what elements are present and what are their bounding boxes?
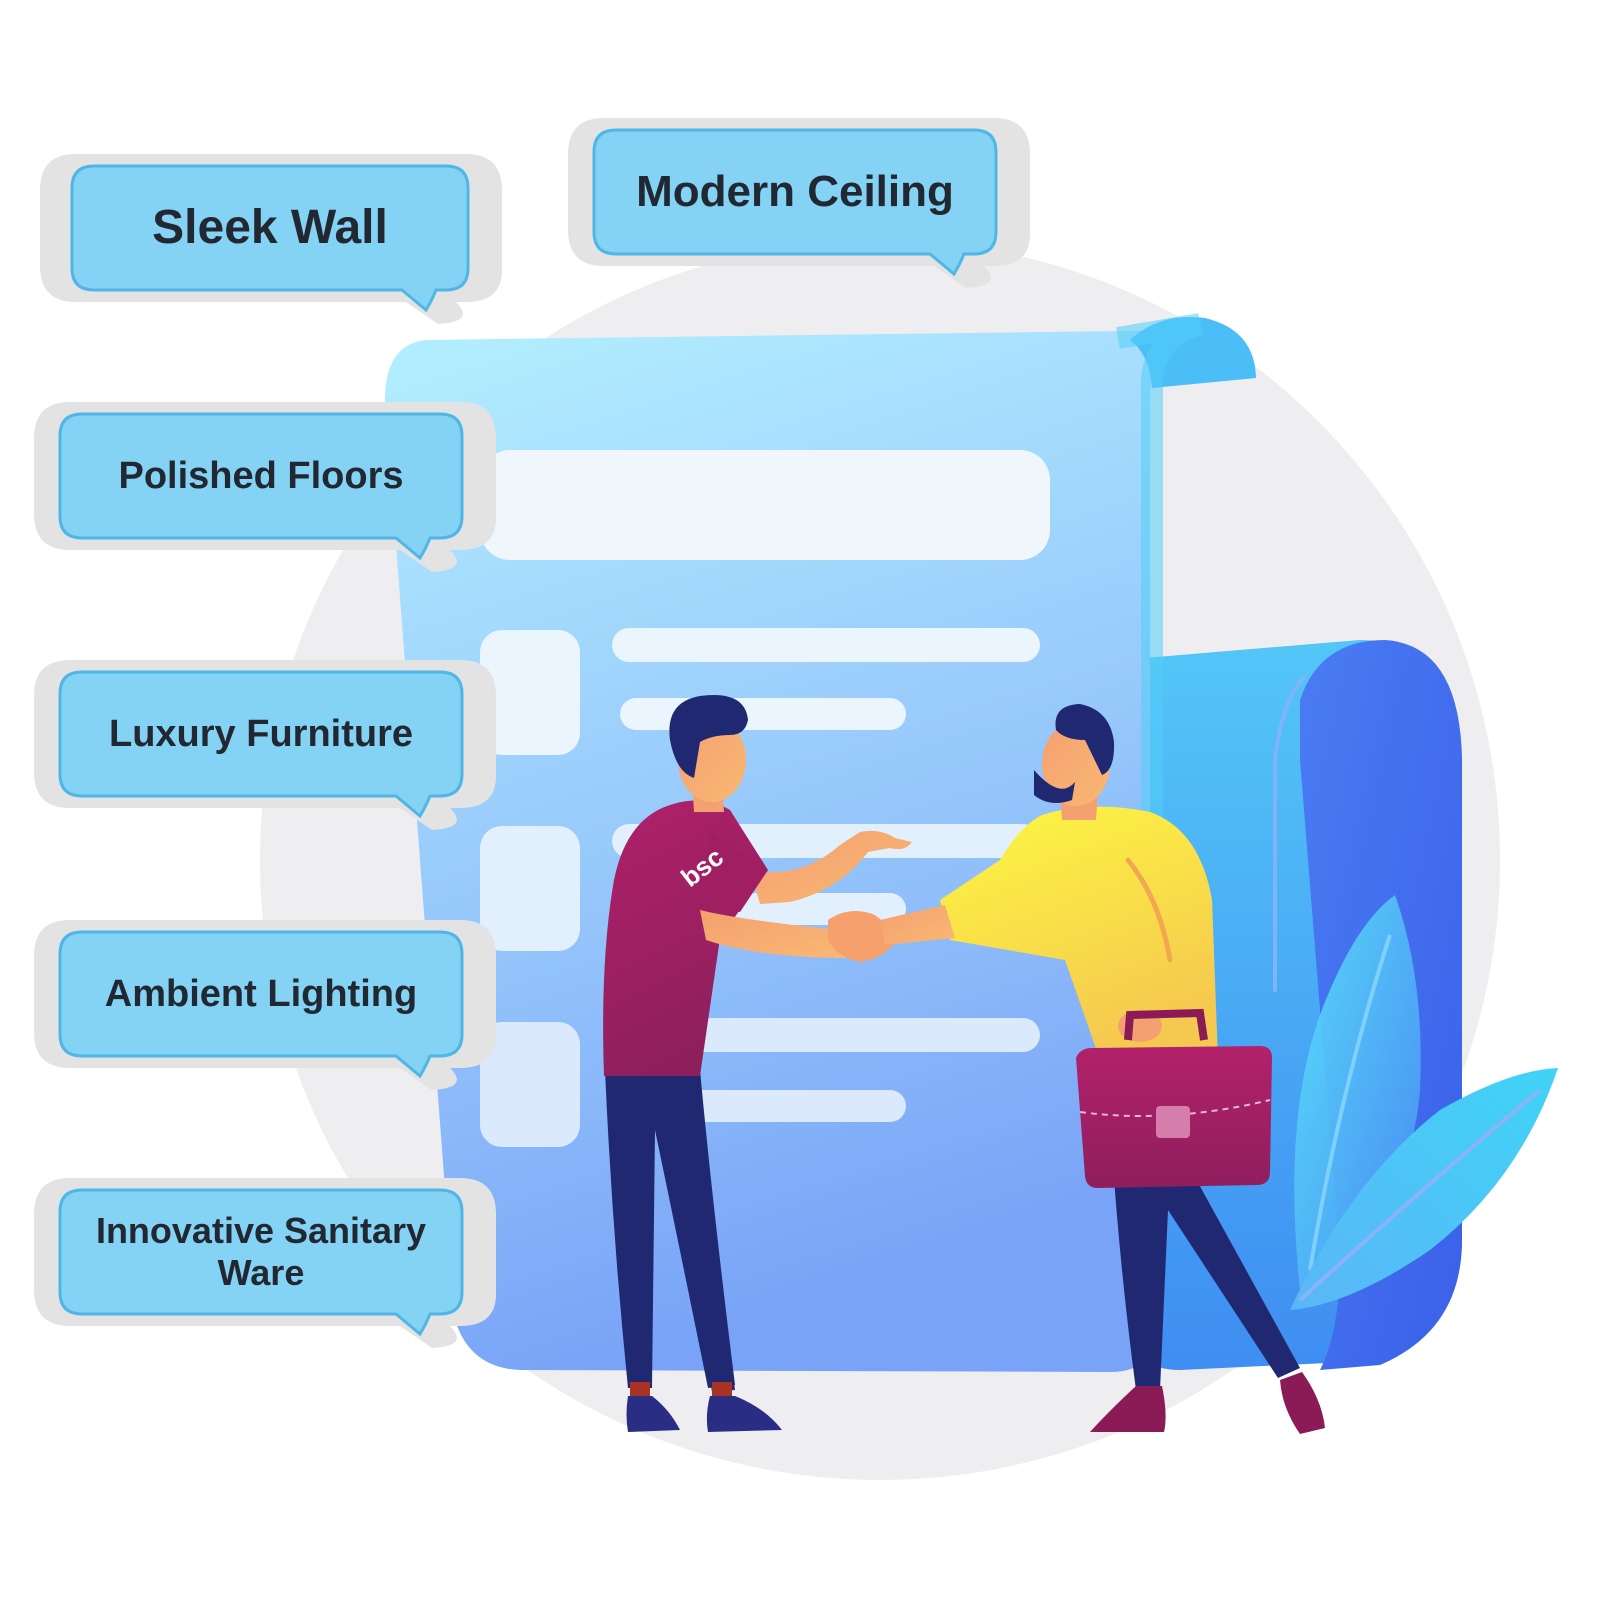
- doc-line-1b: [620, 698, 906, 730]
- doc-header-block: [480, 450, 1050, 560]
- left-man-raised-arm: [750, 830, 912, 904]
- bubble-label: Sleek Wall: [152, 200, 388, 254]
- right-man-shoe-2: [1280, 1372, 1325, 1434]
- leaf-back-vein: [1308, 934, 1392, 1271]
- bubble-label: Ambient Lighting: [104, 972, 418, 1015]
- briefcase: [1076, 1008, 1272, 1188]
- person-right: [880, 704, 1325, 1434]
- doc-line-3a: [612, 1018, 1040, 1052]
- right-man-shoe: [1090, 1386, 1166, 1432]
- left-man-shoe-2: [706, 1396, 782, 1432]
- doc-checkbox-1: [480, 630, 580, 755]
- left-man-hair: [669, 695, 748, 778]
- doc-checkbox-2: [480, 826, 580, 951]
- leaf-front-vein: [1298, 1088, 1542, 1302]
- right-man-beard: [1034, 770, 1075, 804]
- doc-checkbox-3: [480, 1022, 580, 1147]
- bubble-innovative-sanitary-ware: Innovative Sanitary Ware: [30, 1176, 500, 1352]
- left-man-shoe: [626, 1396, 680, 1432]
- left-man-sock: [630, 1382, 650, 1400]
- right-man-pants: [1112, 1150, 1300, 1390]
- person-left: bsc: [603, 695, 912, 1432]
- right-man-sweater: [940, 806, 1218, 1070]
- bubble-luxury-furniture: Luxury Furniture: [30, 658, 500, 834]
- bubble-ambient-lighting: Ambient Lighting: [30, 918, 500, 1094]
- bubble-modern-ceiling: Modern Ceiling: [564, 116, 1034, 292]
- right-man-arm: [880, 905, 955, 945]
- document-edge: [1116, 313, 1204, 1300]
- bubble-label: Innovative Sanitary Ware: [95, 1209, 427, 1293]
- bubble-label: Modern Ceiling: [636, 167, 954, 217]
- left-man-sleeve: [692, 832, 768, 912]
- bubble-polished-floors: Polished Floors: [30, 400, 500, 576]
- left-man-pants: [605, 1070, 735, 1388]
- left-man-sock-2: [712, 1382, 732, 1400]
- doc-line-1a: [612, 628, 1040, 662]
- sweater-fold: [1125, 857, 1173, 963]
- bubble-label: Luxury Furniture: [108, 712, 414, 755]
- bubble-sleek-wall: Sleek Wall: [36, 152, 506, 328]
- roll-highlight: [1273, 674, 1307, 992]
- bubble-label: Polished Floors: [118, 454, 404, 497]
- left-man-arm: [700, 910, 846, 958]
- right-man-hair: [1055, 704, 1115, 775]
